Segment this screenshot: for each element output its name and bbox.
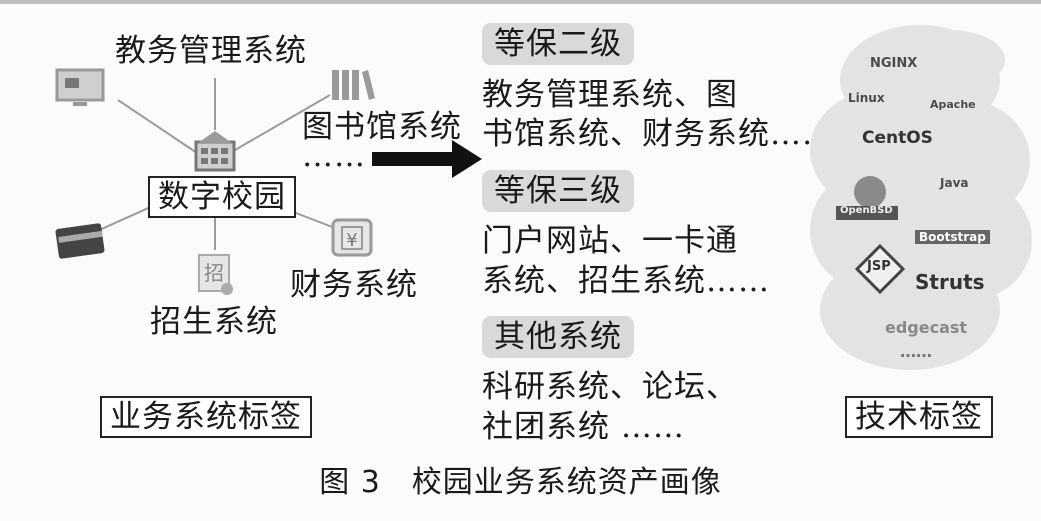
tech-jsp: JSP (867, 259, 891, 274)
tech-linux: Linux (848, 91, 885, 105)
tech-ellipsis: …… (900, 342, 932, 361)
tech-struts: Struts (915, 270, 985, 294)
group-tag-level3: 等保三级 (482, 170, 634, 212)
books-icon (332, 70, 375, 100)
figure-caption: 图 3 校园业务系统资产画像 (319, 465, 722, 500)
tech-edgecast: edgecast (885, 318, 968, 337)
tech-java: Java (940, 176, 969, 190)
svg-text:招: 招 (204, 261, 224, 285)
tech-nginx: NGINX (870, 56, 918, 71)
tech-cloud (810, 25, 1032, 370)
building-icon (194, 131, 236, 172)
right-arrow-icon (372, 140, 482, 178)
card-icon (55, 223, 105, 259)
legend-business-label: 业务系统标签 (100, 396, 312, 438)
group-tag-other: 其他系统 (482, 316, 634, 358)
top-crop-strip (0, 0, 1041, 4)
group-line-other-2: 社团系统 …… (482, 409, 685, 445)
node-library-label: 图书馆系统 (302, 109, 462, 145)
group-line-level2-1: 教务管理系统、图 (482, 77, 738, 113)
group-tag-level2: 等保二级 (482, 23, 634, 65)
center-label-digital-campus: 数字校园 (148, 176, 296, 218)
group-line-level3-1: 门户网站、一卡通 (482, 223, 738, 259)
tech-apache: Apache (930, 98, 976, 111)
monitor-icon (55, 68, 105, 106)
openbsd-icon (836, 176, 898, 220)
node-library-ellipsis: …… (302, 138, 366, 174)
admission-icon: 招 (198, 254, 233, 295)
jsp-icon (855, 244, 905, 294)
tech-centos: CentOS (862, 128, 933, 148)
node-finance-label: 财务系统 (290, 267, 418, 303)
node-admission-label: 招生系统 (150, 304, 278, 340)
group-line-other-1: 科研系统、论坛、 (482, 369, 738, 405)
tech-bootstrap: Bootstrap (915, 230, 990, 244)
node-academic-label: 教务管理系统 (115, 33, 307, 69)
group-line-level3-2: 系统、招生系统…… (482, 263, 770, 299)
svg-text:¥: ¥ (346, 230, 357, 251)
yen-icon: ¥ (331, 218, 373, 257)
group-line-level2-2: 书馆系统、财务系统…… (482, 116, 834, 152)
legend-tech-label: 技术标签 (845, 396, 993, 438)
tech-openbsd: OpenBSD (840, 205, 893, 216)
